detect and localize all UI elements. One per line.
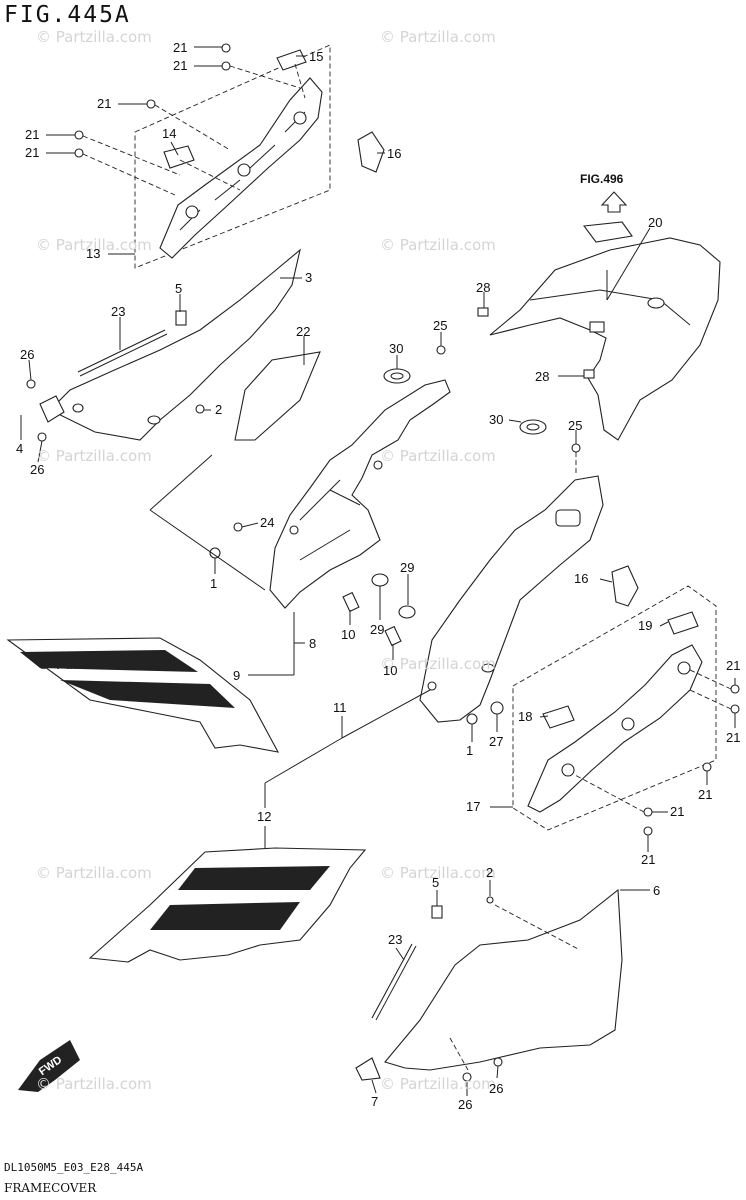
callout-26[interactable]: 26 [30, 462, 45, 477]
callout-21[interactable]: 21 [173, 58, 188, 73]
callout-1[interactable]: 1 [466, 743, 474, 758]
callout-25[interactable]: 25 [433, 318, 448, 333]
callout-20[interactable]: 20 [648, 215, 663, 230]
callout-28[interactable]: 28 [535, 369, 550, 384]
callout-21[interactable]: 21 [97, 96, 112, 111]
callout-21[interactable]: 21 [25, 145, 40, 160]
callout-21[interactable]: 21 [726, 730, 741, 745]
callout-26[interactable]: 26 [458, 1097, 473, 1112]
callout-21[interactable]: 21 [726, 658, 741, 673]
part-20-label-plate [582, 221, 633, 243]
callout-27[interactable]: 27 [489, 734, 504, 749]
callout-26[interactable]: 26 [20, 347, 35, 362]
callout-25[interactable]: 25 [568, 418, 583, 433]
callout-5[interactable]: 5 [175, 281, 183, 296]
part-17-bracket [512, 565, 717, 831]
watermark: © Partzilla.com [380, 864, 496, 882]
callout-1[interactable]: 1 [210, 576, 218, 591]
callout-23[interactable]: 23 [111, 304, 126, 319]
callout-29[interactable]: 29 [370, 622, 385, 637]
watermark: © Partzilla.com [36, 1075, 152, 1093]
part-20-rear-cover [489, 237, 721, 441]
watermark: © Partzilla.com [380, 1075, 496, 1093]
part-7-clip [355, 1057, 381, 1081]
callout-21[interactable]: 21 [173, 40, 188, 55]
callout-6[interactable]: 6 [653, 883, 661, 898]
figure-title: FIG.445A [4, 2, 131, 28]
callout-21[interactable]: 21 [25, 127, 40, 142]
part-30-grommets [383, 368, 547, 435]
part-21-bolts-upper [74, 43, 301, 196]
part-23-strip-upper [77, 329, 166, 373]
ref-arrow-icon [600, 191, 628, 213]
callout-30[interactable]: 30 [389, 341, 404, 356]
watermark: © Partzilla.com [36, 236, 152, 254]
watermark: © Partzilla.com [36, 28, 152, 46]
part-12-decal [88, 847, 367, 963]
watermark: © Partzilla.com [380, 655, 496, 673]
callout-10[interactable]: 10 [341, 627, 356, 642]
reference-label[interactable]: FIG.496 [580, 172, 624, 186]
callout-11[interactable]: 11 [333, 700, 347, 715]
callout-12[interactable]: 12 [257, 809, 272, 824]
callout-2[interactable]: 2 [486, 865, 494, 880]
part-23-strip-lower [371, 943, 413, 1019]
diagram-code: DL1050M5_E03_E28_445A [4, 1161, 144, 1174]
callout-17[interactable]: 17 [466, 799, 481, 814]
callout-14[interactable]: 14 [162, 126, 177, 141]
callout-21[interactable]: 21 [698, 787, 713, 802]
callout-9[interactable]: 9 [233, 668, 241, 683]
part-9-decal [6, 637, 280, 753]
callout-29[interactable]: 29 [400, 560, 415, 575]
part-11-frame-cover-right [419, 475, 604, 723]
callout-24[interactable]: 24 [260, 515, 275, 530]
watermark: © Partzilla.com [36, 447, 152, 465]
part-6-side-cover [384, 888, 623, 1071]
watermark: © Partzilla.com [380, 28, 496, 46]
leader-lines [20, 46, 736, 1096]
part-22-panel [234, 351, 321, 441]
part-13-bracket [134, 44, 331, 269]
part-21-bolts-lower [574, 669, 740, 836]
callout-23[interactable]: 23 [388, 932, 403, 947]
part-28-clips [477, 307, 595, 379]
watermark: © Partzilla.com [380, 236, 496, 254]
part-3-side-cover [49, 248, 301, 441]
callout-15[interactable]: 15 [309, 49, 324, 64]
watermark: © Partzilla.com [36, 864, 152, 882]
part-4-clip [39, 395, 65, 423]
callout-16[interactable]: 16 [387, 146, 402, 161]
diagram-name: FRAMECOVER [4, 1181, 97, 1195]
callout-30[interactable]: 30 [489, 412, 504, 427]
part-16-upper [357, 131, 385, 173]
callout-8[interactable]: 8 [309, 636, 317, 651]
callout-22[interactable]: 22 [296, 324, 311, 339]
fwd-arrow-icon [18, 1040, 80, 1092]
callout-16[interactable]: 16 [574, 571, 589, 586]
watermark: © Partzilla.com [380, 447, 496, 465]
callout-5[interactable]: 5 [432, 875, 440, 890]
part-5-upper [175, 310, 187, 326]
callout-28[interactable]: 28 [476, 280, 491, 295]
callout-10[interactable]: 10 [383, 663, 398, 678]
callout-21[interactable]: 21 [670, 804, 685, 819]
callout-19[interactable]: 19 [638, 618, 653, 633]
callout-3[interactable]: 3 [305, 270, 313, 285]
watermark: © Partzilla.com [36, 655, 152, 673]
callout-13[interactable]: 13 [86, 246, 101, 261]
callout-21[interactable]: 21 [641, 852, 656, 867]
callout-4[interactable]: 4 [16, 441, 24, 456]
callout-18[interactable]: 18 [518, 709, 533, 724]
callout-2[interactable]: 2 [215, 402, 223, 417]
part-8-frame-cover-left [269, 379, 451, 609]
callout-26[interactable]: 26 [489, 1081, 504, 1096]
part-5-lower [431, 905, 443, 919]
callout-7[interactable]: 7 [371, 1094, 379, 1109]
